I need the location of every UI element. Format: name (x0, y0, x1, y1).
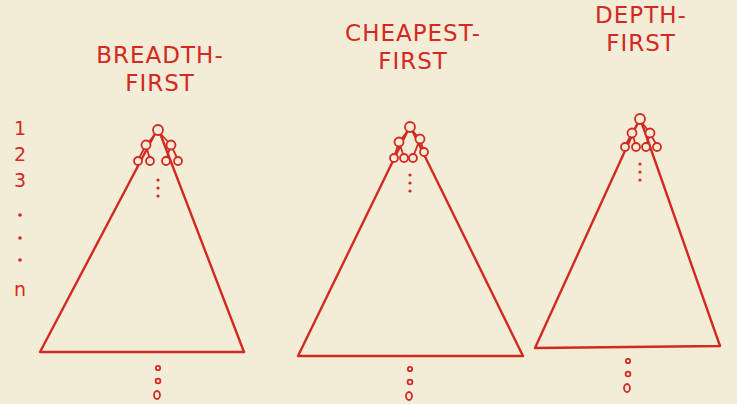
heading-label: CHEAPEST- FIRST (345, 20, 481, 75)
level-number: 3 (14, 169, 26, 192)
level-number: n (14, 278, 26, 301)
level-number: 2 (14, 143, 26, 166)
heading-label: DEPTH- FIRST (595, 2, 687, 57)
tree-outline (298, 126, 523, 356)
tree-outline (535, 118, 720, 348)
tree-outline (158, 128, 244, 352)
tree-outline (40, 128, 244, 352)
level-number: 1 (14, 117, 26, 140)
heading-label: BREADTH- FIRST (96, 42, 223, 97)
